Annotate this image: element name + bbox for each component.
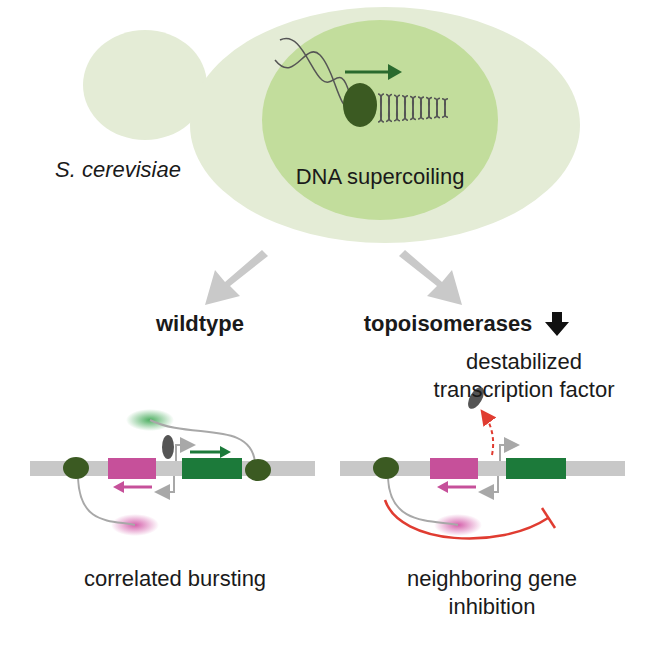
arrow-head xyxy=(388,64,402,80)
rna-polymerase xyxy=(343,83,377,127)
inhibition-line xyxy=(385,500,548,539)
decrease-arrow xyxy=(545,312,569,336)
inhibition-bar xyxy=(542,508,555,528)
promoter-arrow xyxy=(484,476,498,492)
dna-supercoil xyxy=(378,94,448,122)
branch-arrow xyxy=(205,250,268,305)
direction-arrow xyxy=(446,486,476,489)
outcome-label: correlated bursting xyxy=(35,565,315,593)
promoter-arrow xyxy=(160,476,174,492)
rna-polymerase xyxy=(245,459,271,481)
direction-arrow xyxy=(190,451,222,454)
rna-polymerase xyxy=(63,457,89,479)
transcription-factor xyxy=(162,435,174,459)
nucleus xyxy=(262,20,498,220)
arrow-head xyxy=(437,481,448,493)
outcome-label: neighboring gene inhibition xyxy=(367,565,617,621)
rna-polymerase xyxy=(373,457,399,479)
arrow-head xyxy=(113,481,124,493)
promoter-arrow xyxy=(176,445,190,461)
nascent-rna xyxy=(78,478,135,525)
species-label: S. cerevisiae xyxy=(18,156,218,184)
direction-arrow xyxy=(122,486,152,489)
gene-magenta xyxy=(430,458,478,479)
condition-label: topoisomerases xyxy=(348,310,548,338)
gene-green xyxy=(506,458,566,479)
release-arrow xyxy=(484,414,493,455)
yeast-cell xyxy=(190,7,580,243)
condition-label: wildtype xyxy=(100,310,300,338)
gene-magenta xyxy=(108,458,156,479)
annotation-label: destabilized transcription factor xyxy=(414,348,634,404)
yeast-bud xyxy=(83,30,207,140)
nascent-rna xyxy=(150,420,255,462)
gene-green xyxy=(182,458,242,479)
branch-arrow xyxy=(399,250,462,305)
arrow-head xyxy=(220,446,231,458)
promoter-arrow xyxy=(500,445,514,461)
direction-arrow xyxy=(345,71,392,74)
dna-strand xyxy=(275,52,352,110)
process-label: DNA supercoiling xyxy=(260,163,500,191)
